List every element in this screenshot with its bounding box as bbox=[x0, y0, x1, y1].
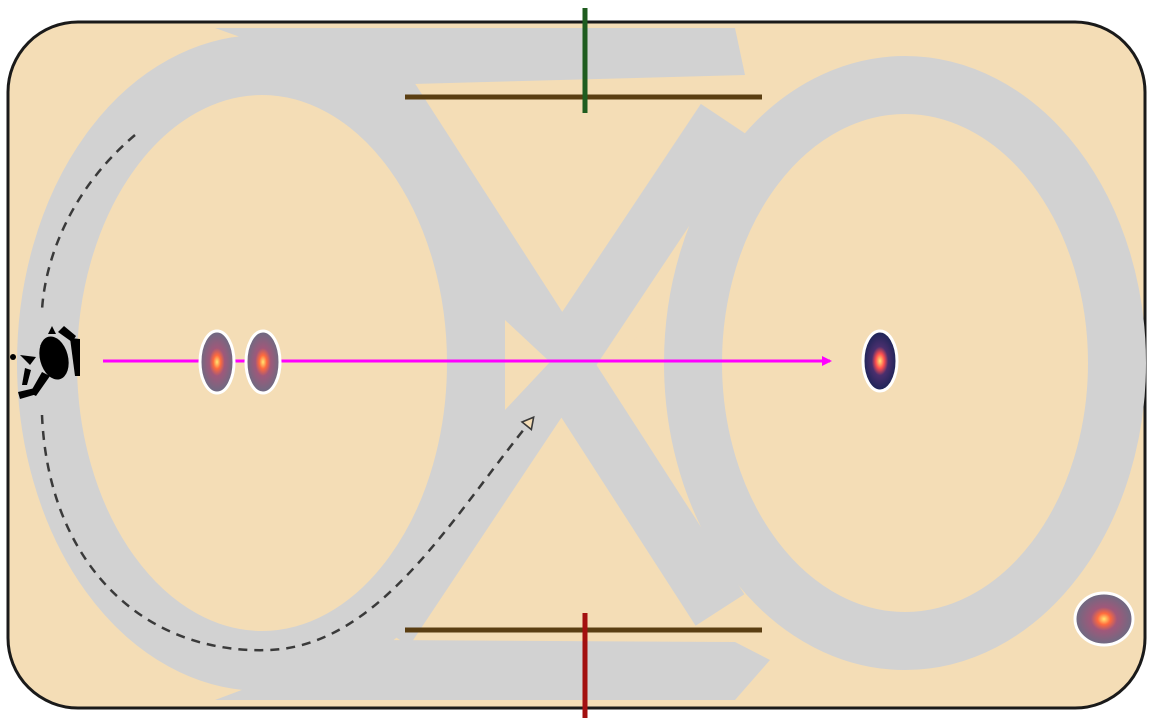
place-field-icon bbox=[1073, 591, 1135, 647]
central-crossing-diagonal-b bbox=[360, 103, 750, 647]
right-track-loop bbox=[664, 56, 1146, 670]
place-field-icon bbox=[198, 329, 236, 395]
place-field-icon bbox=[244, 329, 282, 395]
dashed-running-path bbox=[40, 134, 136, 311]
rat-icon bbox=[10, 326, 80, 399]
crossing-opening-right bbox=[610, 320, 655, 410]
dashed-running-path-lower bbox=[40, 414, 535, 652]
place-field-icon bbox=[861, 329, 899, 393]
crossing-opening-left bbox=[505, 320, 550, 410]
